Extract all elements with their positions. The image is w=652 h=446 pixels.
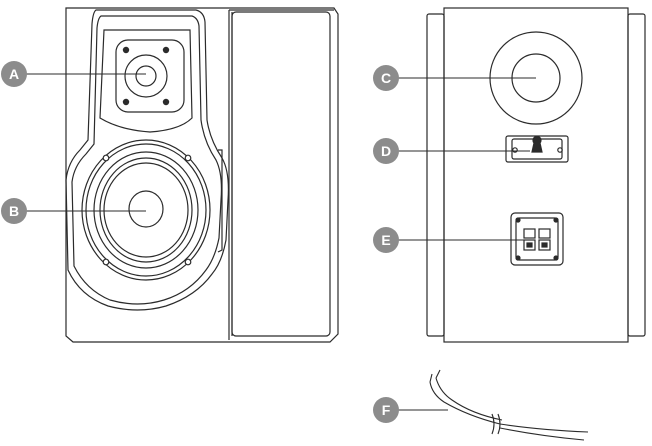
cable-strand-lower bbox=[435, 377, 503, 421]
woofer-screw bbox=[102, 258, 110, 266]
callout-b-label: B bbox=[9, 203, 19, 219]
tweeter-housing bbox=[99, 29, 193, 133]
callout-a: A bbox=[1, 61, 27, 87]
tweeter-screw bbox=[162, 46, 170, 54]
speaker-front-view bbox=[65, 7, 339, 343]
tweeter-dome bbox=[135, 65, 157, 87]
cable-strand-lower-end bbox=[499, 427, 585, 441]
keyhole-slot bbox=[531, 135, 543, 153]
callout-e-badge bbox=[373, 227, 399, 253]
tweeter-plate bbox=[115, 39, 185, 113]
tweeter-dome-ring bbox=[124, 54, 168, 98]
woofer-screw bbox=[184, 258, 192, 266]
callout-c: C bbox=[373, 65, 399, 91]
front-side-panel bbox=[228, 9, 334, 340]
terminal-screw bbox=[515, 217, 521, 223]
front-edge-bevel bbox=[217, 149, 223, 253]
woofer-screw bbox=[102, 154, 110, 162]
callout-c-label: C bbox=[381, 70, 391, 86]
tweeter-screw bbox=[162, 98, 170, 106]
callout-a-label: A bbox=[9, 66, 19, 82]
terminal-plate bbox=[510, 212, 564, 266]
callout-lines bbox=[26, 73, 536, 411]
callout-f-label: F bbox=[382, 402, 391, 418]
front-baffle bbox=[65, 9, 229, 311]
woofer-surround-outer bbox=[93, 151, 199, 269]
tweeter-screws bbox=[122, 46, 170, 106]
front-side-panel-inset bbox=[231, 11, 331, 337]
wall-mount-screw bbox=[557, 147, 563, 153]
terminal-screw bbox=[515, 255, 521, 261]
woofer-surround-inner bbox=[99, 157, 193, 263]
callout-b: B bbox=[1, 198, 27, 224]
terminal-plate-inner bbox=[515, 217, 559, 261]
callout-e-label: E bbox=[381, 232, 390, 248]
back-cabinet-panel bbox=[443, 7, 629, 343]
terminal-hole-right bbox=[541, 242, 548, 248]
woofer-frame-outer bbox=[81, 139, 211, 281]
callout-f: F bbox=[373, 397, 399, 423]
woofer-screw bbox=[184, 154, 192, 162]
terminal-screw bbox=[553, 255, 559, 261]
callout-b-badge bbox=[1, 198, 27, 224]
terminal-clip-right-top bbox=[538, 228, 551, 239]
front-baffle-inner bbox=[71, 15, 223, 305]
woofer-dust-cap bbox=[128, 190, 164, 228]
terminal-clip-left-top bbox=[523, 228, 536, 239]
terminal-screws bbox=[515, 217, 559, 261]
callout-c-badge bbox=[373, 65, 399, 91]
wall-mount-screw bbox=[512, 147, 518, 153]
terminal-screw bbox=[553, 217, 559, 223]
woofer-cone bbox=[103, 162, 189, 258]
callout-a-badge bbox=[1, 61, 27, 87]
terminal-clip-left-bottom bbox=[523, 239, 536, 251]
back-side-panel-left bbox=[426, 13, 445, 337]
back-side-panel-right bbox=[627, 13, 646, 337]
callout-e: E bbox=[373, 227, 399, 253]
cable-break-mark bbox=[491, 413, 501, 435]
speaker-cable bbox=[429, 369, 589, 441]
callout-d: D bbox=[373, 138, 399, 164]
tweeter-screw bbox=[122, 98, 130, 106]
callout-f-badge bbox=[373, 397, 399, 423]
callout-badges: A B C D E F bbox=[1, 61, 399, 423]
tweeter-screw bbox=[122, 46, 130, 54]
woofer-screws bbox=[102, 154, 192, 266]
cable-strand-upper bbox=[429, 381, 589, 433]
terminal-hole-left bbox=[526, 242, 533, 248]
callout-d-badge bbox=[373, 138, 399, 164]
front-cabinet-outline bbox=[65, 7, 339, 343]
speaker-back-view bbox=[426, 7, 646, 343]
callout-d-label: D bbox=[381, 143, 391, 159]
terminal-clip-right-bottom bbox=[538, 239, 551, 251]
woofer-frame bbox=[85, 143, 207, 277]
cable-end-left bbox=[429, 369, 441, 383]
